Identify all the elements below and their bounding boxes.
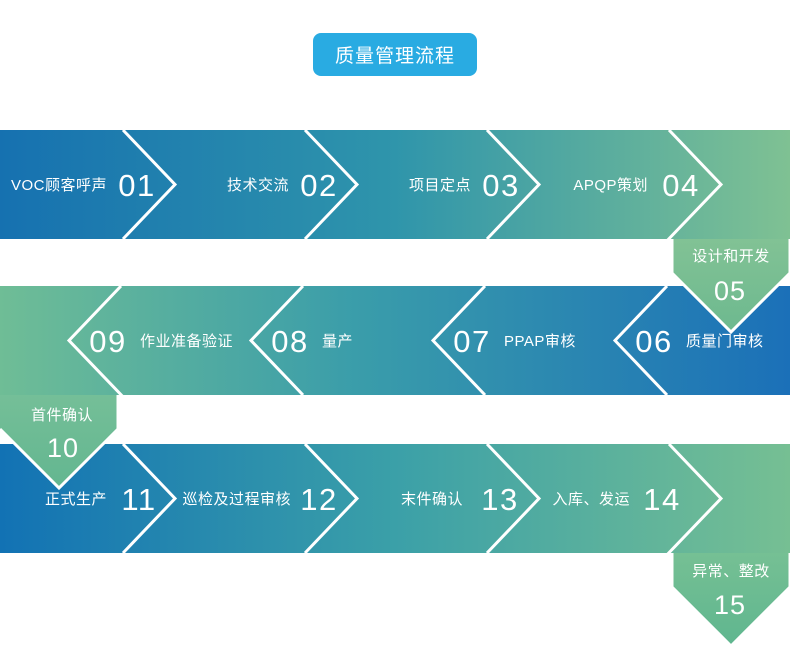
step-label: 入库、发运 [552,491,630,508]
connector-pentagon-05 [672,237,790,332]
step-label: PPAP审核 [504,333,576,350]
step-label: 质量门审核 [686,333,764,350]
connector-number: 05 [714,276,746,306]
process-band-row2 [0,286,790,395]
connector-label: 异常、整改 [692,563,770,580]
connector-label: 首件确认 [31,407,93,424]
step-label: VOC顾客呼声 [11,176,107,194]
connector-label: 设计和开发 [692,248,770,265]
chevron-right-icon [660,128,724,248]
process-band-row1 [0,130,790,239]
step-number: 13 [481,482,518,517]
chevron-right-icon [303,442,360,555]
chevron-right-icon [660,442,724,562]
step-label: 巡检及过程审核 [182,491,291,508]
step-number: 12 [300,482,337,517]
step-number: 11 [121,482,156,517]
step-number: 02 [300,168,337,203]
chevron-right-icon [303,128,360,241]
chevron-left-icon [248,284,305,397]
chevron-left-icon [612,284,669,397]
chevron-right-icon [485,442,542,555]
connector-pentagon-10-outline [0,393,120,491]
process-band-row3 [0,444,790,553]
step-number: 04 [662,168,699,203]
connector-number: 10 [47,433,79,463]
step-number: 06 [635,324,672,359]
step-number: 09 [89,324,126,359]
step-label: APQP策划 [573,177,648,194]
chevron-left-icon [430,284,487,397]
step-label: 作业准备验证 [140,333,233,350]
step-number: 08 [271,324,308,359]
connector-pentagon-15 [672,551,790,646]
step-number: 01 [118,168,155,203]
step-label: 末件确认 [401,491,463,508]
diagram-title-badge: 质量管理流程 [313,33,477,76]
step-number: 14 [643,482,680,517]
connector-pentagon-10 [0,393,118,488]
step-label: 正式生产 [45,491,107,508]
connector-pentagon-15-outline [670,551,790,649]
chevron-left-icon [66,284,130,404]
chevron-right-icon [121,442,178,555]
step-label: 量产 [322,333,353,350]
connector-pentagon-05-outline [670,237,790,335]
chevron-right-icon [485,128,542,241]
step-number: 03 [482,168,519,203]
connector-number: 15 [714,590,746,620]
step-label: 技术交流 [227,176,289,194]
diagram-title: 质量管理流程 [334,46,455,67]
step-number: 07 [453,324,490,359]
step-label: 项目定点 [409,177,471,194]
chevron-right-icon [121,128,178,241]
